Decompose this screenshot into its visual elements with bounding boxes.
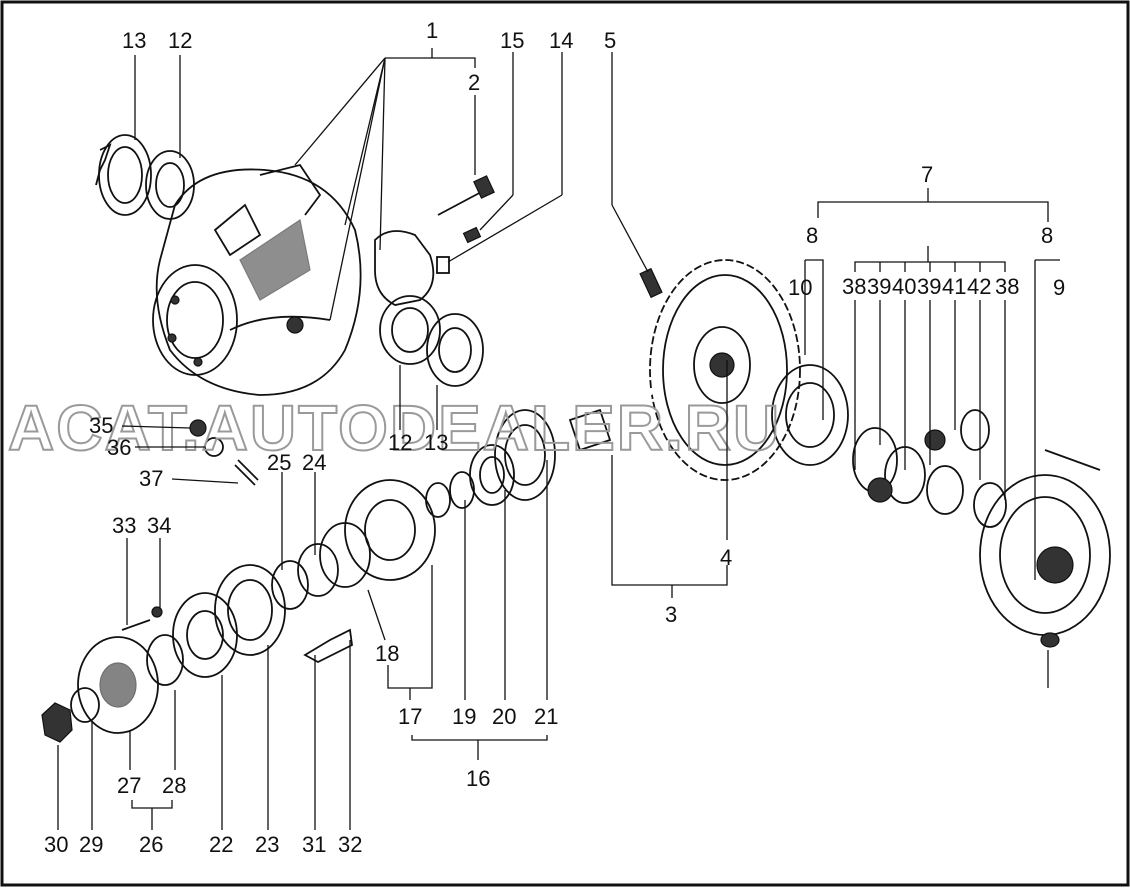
callout-39-b: 39 <box>917 274 941 299</box>
callout-27: 27 <box>117 773 141 798</box>
callout-28: 28 <box>162 773 186 798</box>
callout-30: 30 <box>44 832 68 857</box>
flange-group-26 <box>41 634 184 743</box>
callout-4: 4 <box>720 545 732 570</box>
bearing-group-16 <box>425 409 556 518</box>
parts-artwork <box>41 134 1111 743</box>
callout-31: 31 <box>302 832 326 857</box>
callout-34: 34 <box>147 513 171 538</box>
callout-21: 21 <box>534 704 558 729</box>
callout-26: 26 <box>139 832 163 857</box>
callout-23: 23 <box>255 832 279 857</box>
callout-42: 42 <box>967 274 991 299</box>
callout-8-right: 8 <box>1041 223 1053 248</box>
callout-32: 32 <box>338 832 362 857</box>
callout-5: 5 <box>604 28 616 53</box>
carrier-housing-1 <box>152 163 362 396</box>
bracket-31-32-and-bolt-33-34 <box>121 606 353 664</box>
callout-22: 22 <box>209 832 233 857</box>
callout-35: 35 <box>89 413 113 438</box>
watermark-text: ACAT.AUTODEALER.RU <box>8 392 781 464</box>
callout-25: 25 <box>267 450 291 475</box>
callout-36: 36 <box>107 435 131 460</box>
bearing-cap-and-bearing-12-13-right <box>374 230 484 387</box>
callout-18: 18 <box>375 641 399 666</box>
pinion-cage-17-18 <box>271 479 436 610</box>
callout-15: 15 <box>500 28 524 53</box>
callout-13-top: 13 <box>122 28 146 53</box>
bolt-5 <box>639 267 663 299</box>
callout-41: 41 <box>942 274 966 299</box>
bolt-2-and-locks-14-15 <box>436 175 495 274</box>
callout-16: 16 <box>466 766 490 791</box>
callout-33: 33 <box>112 513 136 538</box>
callout-38-b: 38 <box>995 274 1019 299</box>
ring-gear-and-pinion-3-4 <box>568 259 801 481</box>
callout-2: 2 <box>468 70 480 95</box>
callout-17-label: 17 <box>398 704 422 729</box>
callout-8-left: 8 <box>806 223 818 248</box>
callout-9: 9 <box>1053 275 1065 300</box>
callout-24: 24 <box>302 450 326 475</box>
callout-39-a: 39 <box>867 274 891 299</box>
differential-assembly-7 <box>771 364 1111 648</box>
callout-1: 1 <box>426 18 438 43</box>
callout-19: 19 <box>452 704 476 729</box>
cover-22-and-gasket-23 <box>172 564 286 678</box>
callout-14: 14 <box>549 28 573 53</box>
callout-7: 7 <box>921 162 933 187</box>
callout-3: 3 <box>665 602 677 627</box>
callout-38-a: 38 <box>842 274 866 299</box>
callout-12-top: 12 <box>168 28 192 53</box>
callout-40: 40 <box>892 274 916 299</box>
callout-12-bottom: 12 <box>388 430 412 455</box>
callout-13-bottom: 13 <box>424 430 448 455</box>
callout-37: 37 <box>139 466 163 491</box>
callout-labels: 1 2 3 4 5 7 8 8 9 10 12 12 13 13 14 15 1… <box>44 18 1065 857</box>
leader-lines <box>57 48 1060 830</box>
callout-29: 29 <box>79 832 103 857</box>
bearing-13-12-left <box>95 134 195 220</box>
callout-20: 20 <box>492 704 516 729</box>
callout-10: 10 <box>788 275 812 300</box>
